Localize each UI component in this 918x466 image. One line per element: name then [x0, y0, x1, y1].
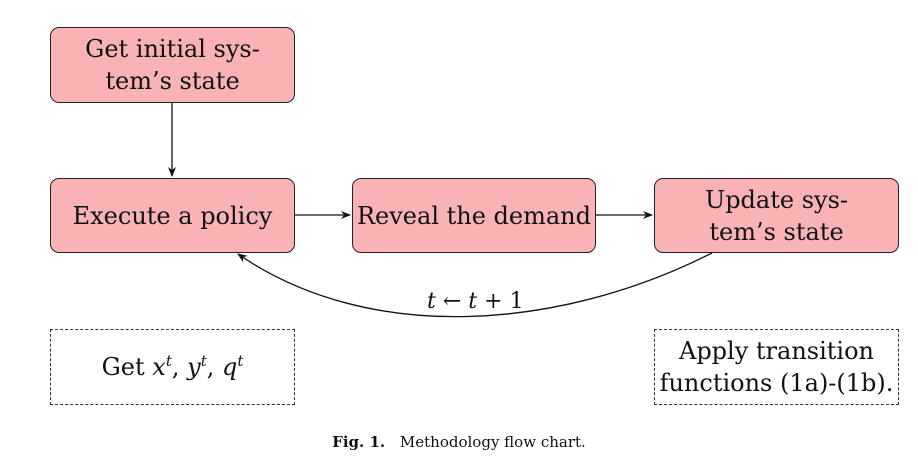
- var-q-superscript: t: [237, 352, 244, 370]
- edge-label-arrow: ←: [442, 289, 462, 314]
- edge-label-t2: t: [468, 289, 478, 314]
- figure-caption: Fig. 1. Methodology flow chart.: [0, 433, 918, 451]
- var-x: x: [152, 353, 166, 381]
- update-state-line1: Update sys-: [704, 185, 849, 214]
- var-separator-1: ,: [171, 353, 180, 381]
- var-x-superscript: t: [165, 352, 172, 370]
- var-separator-2: ,: [206, 353, 215, 381]
- edge-label-plus: +: [484, 289, 503, 314]
- execute-policy-node: Execute a policy: [50, 178, 295, 253]
- reveal-demand-label: Reveal the demand: [356, 201, 592, 230]
- figure-number: Fig. 1.: [332, 433, 386, 451]
- update-state-line2: tem’s state: [709, 217, 844, 246]
- get-initial-state-line2: tem’s state: [105, 67, 240, 95]
- get-variables-prefix: Get: [101, 353, 145, 381]
- get-initial-state-node: Get initial sys- tem’s state: [50, 27, 295, 103]
- apply-transition-line1: Apply transition: [678, 337, 875, 365]
- reveal-demand-node: Reveal the demand: [352, 178, 596, 253]
- get-variables-text: Get xt, yt, qt: [102, 351, 244, 383]
- edge-label-one: 1: [509, 289, 524, 314]
- get-initial-state-line1: Get initial sys-: [85, 35, 260, 63]
- var-y-superscript: t: [200, 352, 207, 370]
- apply-transition-line2: functions (1a)-(1b).: [659, 369, 894, 397]
- var-q: q: [222, 353, 238, 381]
- loop-edge-label: t ← t + 1: [427, 289, 524, 314]
- get-variables-note: Get xt, yt, qt: [50, 329, 295, 405]
- apply-transition-note: Apply transition functions (1a)-(1b).: [654, 329, 899, 405]
- var-y: y: [187, 353, 201, 381]
- edge-label-t: t: [427, 289, 436, 314]
- update-state-node: Update sys- tem’s state: [654, 178, 899, 253]
- arrow-update-to-execute-loop: [237, 252, 713, 318]
- figure-caption-text: Methodology flow chart.: [399, 433, 586, 451]
- execute-policy-label: Execute a policy: [72, 201, 273, 230]
